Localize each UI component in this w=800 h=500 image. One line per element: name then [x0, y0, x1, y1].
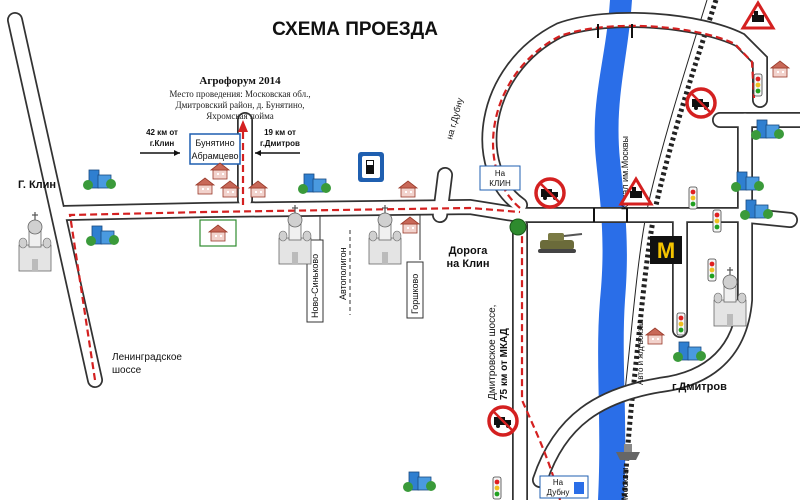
to-dubna-bottom-line2: Дубну: [547, 488, 570, 497]
venue-house-frame: [199, 219, 237, 247]
to-klin-sign-line2: КЛИН: [489, 179, 511, 188]
house-icon: [195, 177, 215, 195]
apartment-icon: [297, 173, 332, 195]
house-icon: [210, 162, 230, 180]
event-info: Агрофорум 2014 Место проведения: Московс…: [169, 75, 310, 121]
event-venue-line3: Яхромская пойма: [206, 111, 273, 121]
event-name: Агрофорум 2014: [199, 75, 281, 87]
tank-monument-icon: [538, 233, 583, 253]
traffic-light-icon: [492, 476, 502, 500]
no-trucks-sign-icon: [487, 405, 519, 437]
road-to-klin-line1: Дорога: [449, 245, 489, 257]
roundabout: [509, 218, 527, 236]
distance-right: 19 км от г.Дмитров: [255, 128, 300, 156]
no-trucks-sign-icon: [534, 177, 566, 209]
apartment-icon: [82, 169, 117, 191]
to-klin-sign: На КЛИН: [479, 165, 521, 191]
apartment-icon: [672, 341, 707, 363]
village-novo-sinkovo-label: Ново-Синьково: [310, 254, 320, 318]
dmitrovskoe-line2: 75 км от МКАД: [499, 328, 510, 400]
moskvy-label: Москвы: [620, 468, 630, 500]
venue-box: Бунятино Абрамцево: [189, 133, 241, 165]
house-icon: [400, 216, 420, 234]
venue-box-line2: Абрамцево: [191, 151, 238, 161]
event-venue-line2: Дмитровский район, д. Бунятино,: [175, 100, 304, 110]
dmitrovskoe-line1: Дмитровское шоссе,: [487, 305, 498, 400]
svg-text:M: M: [657, 238, 675, 263]
bridges: [593, 24, 633, 222]
traffic-light-icon: [712, 209, 722, 233]
village-goshkovo-label: Горшково: [410, 274, 420, 314]
kanal-label: Канал им.Москвы: [620, 136, 630, 210]
mcdonalds-logo-icon: M: [650, 236, 682, 264]
river: [594, 0, 632, 500]
distance-right-line2: г.Дмитров: [260, 139, 300, 148]
apartment-icon: [85, 225, 120, 247]
roads: [7, 12, 800, 500]
town-klin-label: Г. Клин: [18, 179, 56, 191]
house-icon: [645, 327, 665, 345]
distance-left-line1: 42 км от: [146, 128, 178, 137]
map-title: СХЕМА ПРОЕЗДА: [272, 19, 438, 40]
to-dubna-bottom-line1: На: [553, 478, 564, 487]
village-avtopoligon: Автополигон: [338, 247, 348, 300]
to-klin-sign-line1: На: [495, 169, 506, 178]
house-icon: [220, 180, 240, 198]
house-icon: [398, 180, 418, 198]
to-dubna-top-label: на г.Дубну: [444, 96, 465, 140]
station-label: Авто и ж/д вокзал: [636, 319, 645, 385]
to-dubna-bottom-sign: На Дубну: [539, 475, 589, 499]
distance-left: 42 км от г.Клин: [140, 128, 180, 156]
village-avtopoligon-label: Автополигон: [338, 247, 348, 300]
house-icon: [208, 224, 228, 242]
house-icon: [770, 60, 790, 78]
distance-right-line1: 19 км от: [264, 128, 296, 137]
railway-crossing-sign-icon: [741, 1, 775, 30]
church-icon: [18, 211, 52, 272]
no-trucks-sign-icon: [685, 87, 717, 119]
traffic-light-icon: [688, 186, 698, 210]
event-venue-line1: Место проведения: Московская обл.,: [169, 89, 310, 99]
village-goshkovo: Горшково: [406, 261, 424, 319]
venue-box-line1: Бунятино: [195, 138, 234, 148]
town-dmitrov-label: г.Дмитров: [672, 381, 727, 393]
road-to-klin-line2: на Клин: [447, 258, 490, 270]
traffic-light-icon: [707, 258, 717, 282]
boat-icon: [616, 444, 640, 460]
route-arrow: [238, 120, 248, 132]
apartment-icon: [402, 471, 437, 493]
traffic-light-icon: [753, 73, 763, 97]
distance-left-line2: г.Клин: [150, 139, 175, 148]
traffic-light-icon: [676, 312, 686, 336]
shosse-label: шоссе: [112, 365, 142, 376]
gas-station-icon: [358, 152, 384, 182]
leningradskoe-label: Ленинградское: [112, 352, 182, 363]
